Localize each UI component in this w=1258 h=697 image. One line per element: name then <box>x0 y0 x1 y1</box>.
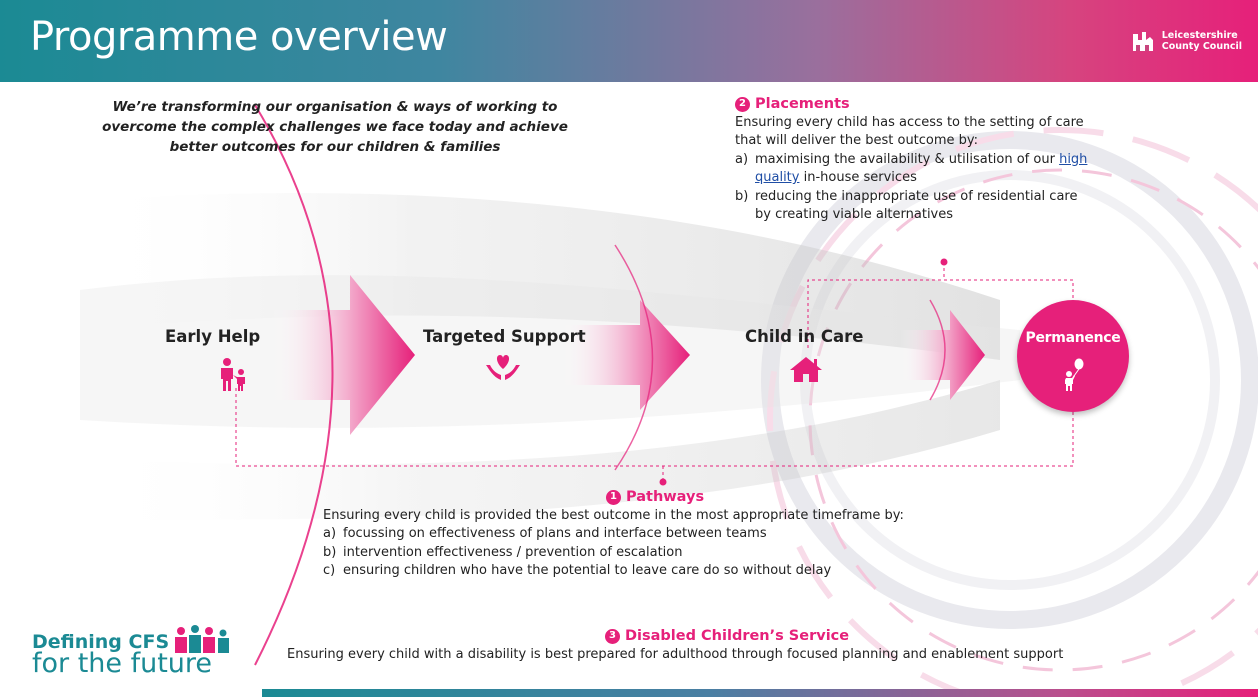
placements-b-text-cont: by creating viable alternatives <box>755 207 954 222</box>
placements-b-text: reducing the inappropriate use of reside… <box>755 188 1078 204</box>
placements-title: Placements <box>755 96 850 112</box>
arrow-1 <box>270 275 415 435</box>
footer-logo-line2: for the future <box>32 648 213 679</box>
flow-band-upper <box>90 193 1000 360</box>
stage-child-in-care: Child in Care <box>745 327 864 346</box>
item-marker: a) <box>735 151 749 167</box>
arrow-2 <box>560 300 690 410</box>
item-text: ensuring children who have the potential… <box>343 563 832 578</box>
intro-line3: better outcomes for our children & famil… <box>169 139 501 155</box>
stage-targeted-support: Targeted Support <box>423 327 586 346</box>
footer-logo-text1: Defining CFS <box>32 631 170 653</box>
arc-line-3 <box>929 299 946 401</box>
page-title: Programme overview <box>30 14 448 60</box>
placements-intro-line1: Ensuring every child has access to the s… <box>735 114 1084 130</box>
council-crest-icon <box>1132 32 1153 51</box>
item-marker: a) <box>323 526 337 541</box>
disabled-number: 3 <box>605 628 620 644</box>
caring-hands-heart-icon <box>486 355 520 380</box>
footer-bar <box>262 689 1258 697</box>
child-with-balloon-icon <box>1065 358 1084 391</box>
council-name-line2: County Council <box>1161 41 1242 52</box>
disabled-heading: 3 Disabled Children’s Service <box>605 627 1217 646</box>
high-quality-link-cont[interactable]: quality <box>755 170 800 185</box>
placements-item-a: a) maximising the availability & utilisa… <box>735 151 1165 188</box>
parent-child-icon <box>221 358 245 391</box>
placements-item-b: b) reducing the inappropriate use of res… <box>735 188 1165 225</box>
placements-number: 2 <box>735 96 750 112</box>
item-text: maximising the availability & utilisatio… <box>755 151 1087 188</box>
family-group-icon <box>175 625 230 653</box>
placements-connector <box>807 279 1074 348</box>
item-text: focussing on effectiveness of plans and … <box>343 526 767 541</box>
pathways-connector <box>235 388 1074 467</box>
header-banner: Programme overview Leicestershire County… <box>0 0 1258 82</box>
stage-early-help: Early Help <box>165 327 261 346</box>
arc-line-1 <box>254 104 334 666</box>
item-marker: c) <box>323 563 336 578</box>
permanence-circle: Permanence <box>1017 300 1129 412</box>
decorative-arcs <box>761 127 1258 697</box>
disabled-title: Disabled Children’s Service <box>625 628 850 644</box>
pathways-dot <box>659 478 667 486</box>
house-icon <box>790 357 822 382</box>
flow-diagram <box>80 104 1258 697</box>
council-name: Leicestershire County Council <box>1162 30 1242 52</box>
pathways-item: a) focussing on effectiveness of plans a… <box>323 525 1043 544</box>
item-text: intervention effectiveness / prevention … <box>343 544 683 560</box>
placements-section: 2 Placements Ensuring every child has ac… <box>735 95 1165 225</box>
pathways-title: Pathways <box>626 489 705 505</box>
stage-permanence: Permanence <box>1025 330 1121 346</box>
item-marker: b) <box>735 188 749 204</box>
intro-line1: We’re transforming our organisation & wa… <box>112 99 558 115</box>
disabled-section: 3 Disabled Children’s Service Ensuring e… <box>287 627 1217 664</box>
placements-a-text-cont: in-house services <box>803 170 917 185</box>
placements-dot <box>940 258 948 266</box>
council-logo: Leicestershire County Council <box>1130 28 1242 54</box>
pathways-item: c) ensuring children who have the potent… <box>323 562 1043 581</box>
council-name-line1: Leicestershire <box>1161 30 1238 41</box>
footer-logo: Defining CFS for the future <box>32 625 235 677</box>
item-marker: b) <box>323 544 337 560</box>
pathways-item: b) intervention effectiveness / preventi… <box>323 544 1043 563</box>
placements-heading: 2 Placements <box>735 95 1165 114</box>
high-quality-link[interactable]: high <box>1059 151 1088 167</box>
pathways-heading: 1 Pathways <box>606 488 1043 507</box>
flow-band-lower <box>90 380 1000 520</box>
arrow-3 <box>900 310 985 400</box>
intro-line2: overcome the complex challenges we face … <box>102 119 568 135</box>
item-text: reducing the inappropriate use of reside… <box>755 188 1077 225</box>
arc-line-2 <box>614 244 654 471</box>
intro-statement: We’re transforming our organisation & wa… <box>80 97 590 157</box>
pathways-number: 1 <box>606 489 621 505</box>
disabled-text: Ensuring every child with a disability i… <box>287 646 1064 662</box>
placements-intro-line2: that will deliver the best outcome by: <box>735 133 979 148</box>
pathways-section: 1 Pathways Ensuring every child is provi… <box>323 488 1043 581</box>
placements-a-text: maximising the availability & utilisatio… <box>755 151 1055 167</box>
pathways-intro: Ensuring every child is provided the bes… <box>323 507 904 523</box>
footer-logo-line1: Defining CFS <box>32 625 235 653</box>
